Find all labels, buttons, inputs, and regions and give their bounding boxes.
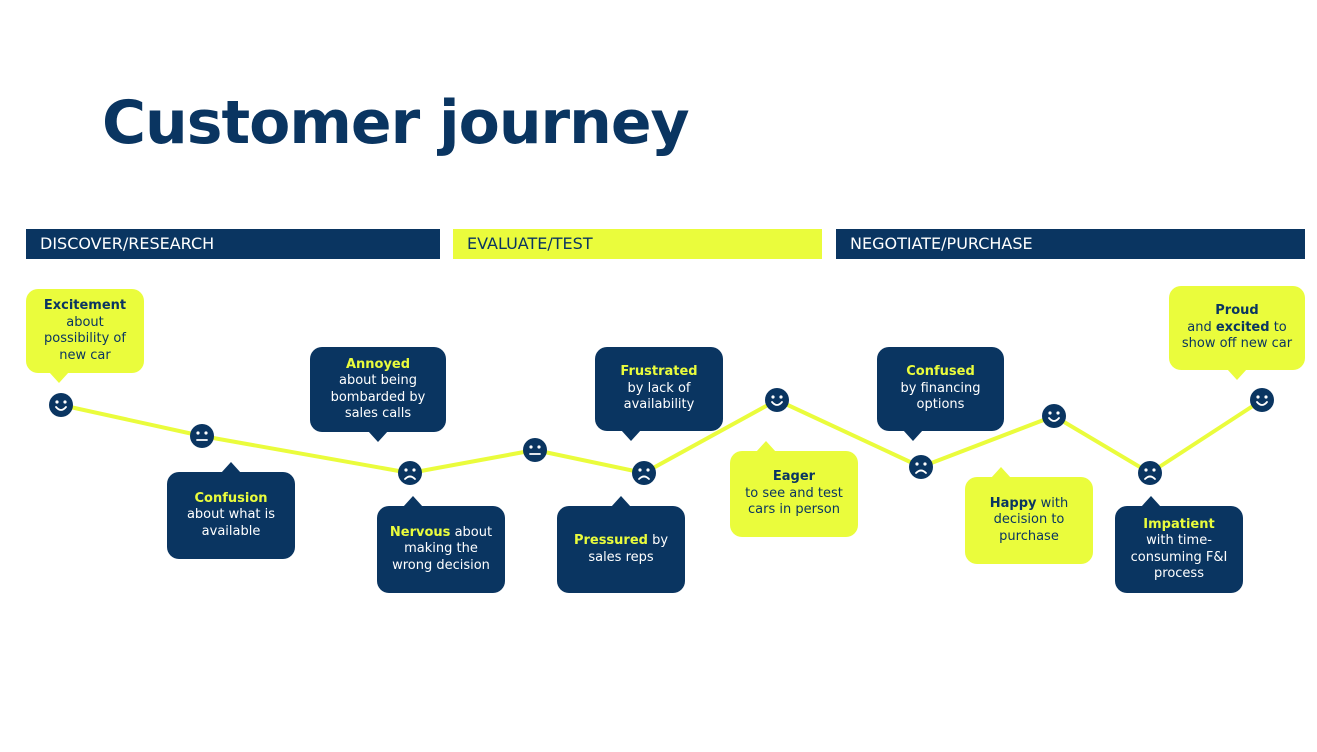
sad-face-icon (1138, 461, 1162, 485)
happy-face-icon (1042, 404, 1066, 428)
happy-face-icon (765, 388, 789, 412)
neutral-face-icon (190, 424, 214, 448)
callout-annoyed-bold: Annoyed (345, 356, 411, 372)
callout-annoyed-text: about being bombarded by sales calls (330, 373, 426, 421)
callout-excitement-bold: Excitement (43, 298, 127, 313)
callout-confused-text: by financing options (900, 380, 981, 413)
callout-pressured-bold: Pressured (573, 533, 648, 548)
callout-eager-bold: Eager (772, 469, 816, 485)
journey-line (59, 398, 1264, 475)
callout-nervous-text: about making the wrong decision (392, 524, 493, 573)
callout-impatient-bold: Impatient (1143, 516, 1215, 532)
callout-pressured-text: by sales reps (588, 533, 669, 565)
sad-face-icon (632, 461, 656, 485)
sad-face-icon (909, 455, 933, 479)
callout-eager-text: to see and test cars in person (745, 485, 843, 518)
stage-negotiate-purchase: NEGOTIATE/PURCHASE (836, 229, 1305, 259)
neutral-face-icon (523, 438, 547, 462)
page-title: Customer journey (102, 88, 690, 158)
callout-happy: Happy with decision to purchase (965, 467, 1093, 564)
callout-happy-bold: Happy (989, 495, 1037, 511)
stage-evaluate-test: EVALUATE/TEST (453, 229, 822, 259)
callout-nervous-bold: Nervous (389, 524, 451, 540)
callout-excitement-text: about possibility of new car (44, 314, 126, 363)
callout-frustrated-text: by lack of availability (623, 380, 695, 413)
callout-confused-bold: Confused (906, 364, 975, 380)
callout-nervous: Nervous about making the wrong decision (377, 496, 505, 593)
happy-face-icon (1250, 388, 1274, 412)
stage-discover-research: DISCOVER/RESEARCH (26, 229, 440, 259)
callout-frustrated-bold: Frustrated (620, 364, 698, 380)
callout-proud-bold-b: excited (1215, 319, 1270, 335)
callout-proud-bold: Proud (1215, 303, 1259, 319)
sad-face-icon (398, 461, 422, 485)
callout-pressured: Pressured by sales reps (557, 496, 685, 593)
emotion-markers (49, 388, 1274, 485)
callout-proud-text-a: and (1187, 319, 1212, 335)
callout-happy-text: with decision to purchase (993, 495, 1069, 544)
callout-confusion-text: about what is available (186, 507, 276, 539)
callout-proud-text-b: to show off new car (1181, 319, 1293, 352)
callout-impatient-text: with time-consuming F&I process (1130, 533, 1228, 581)
callout-confusion-bold: Confusion (194, 490, 268, 506)
happy-face-icon (49, 393, 73, 417)
